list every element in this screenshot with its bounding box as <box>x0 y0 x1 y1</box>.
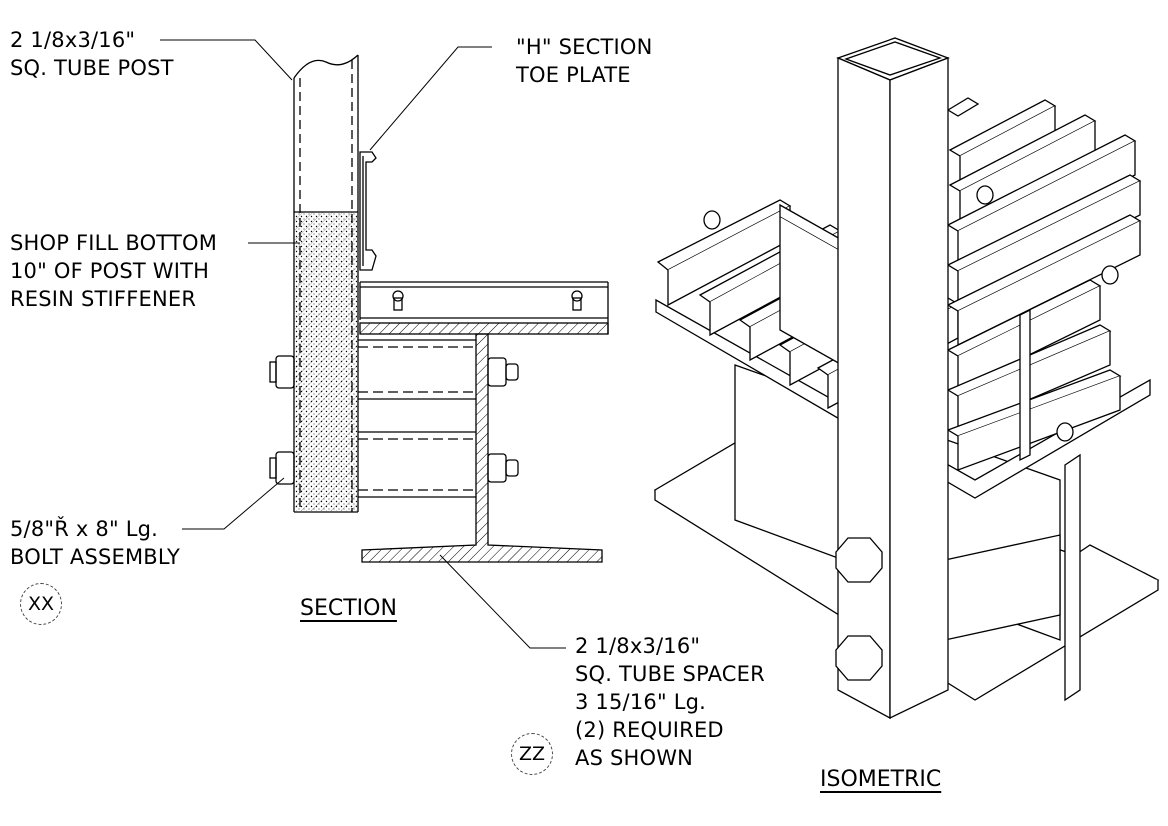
tube-post-label: 2 1/8x3/16" SQ. TUBE POST <box>10 26 174 82</box>
tube-post <box>293 54 359 513</box>
isometric-view <box>653 37 1160 720</box>
isometric-title: ISOMETRIC <box>820 767 942 792</box>
i-beam-section <box>361 333 603 563</box>
toe-plate-label-line2: TOE PLATE <box>516 63 631 87</box>
spacer-label-line5: AS SHOWN <box>575 746 694 770</box>
tube-post-iso <box>836 37 950 720</box>
bolt-label-line2: BOLT ASSEMBLY <box>10 545 181 569</box>
tube-post-label-line1: 2 1/8x3/16" <box>10 28 136 52</box>
section-view <box>269 54 609 563</box>
bolt-label: 5/8"Ř x 8" Lg. BOLT ASSEMBLY <box>10 515 180 571</box>
tag-zz: ZZ <box>511 733 553 775</box>
shop-fill-label-line2: 10" OF POST WITH <box>10 259 210 283</box>
spacer-label-line3: 3 15/16" Lg. <box>575 690 706 714</box>
spacer-label-line4: (2) REQUIRED <box>575 718 724 742</box>
grating-bar-section <box>359 281 609 335</box>
shop-fill-label-line3: RESIN STIFFENER <box>10 287 197 311</box>
toe-plate-section <box>359 151 377 271</box>
toe-plate-label-line1: "H" SECTION <box>516 35 653 59</box>
tube-post-label-line2: SQ. TUBE POST <box>10 56 174 80</box>
shop-fill-label: SHOP FILL BOTTOM 10" OF POST WITH RESIN … <box>10 229 217 313</box>
bolt-label-line1: 5/8"Ř x 8" Lg. <box>10 517 159 541</box>
tag-xx: XX <box>20 583 62 625</box>
bolt-heads-iso <box>835 537 883 681</box>
section-title: SECTION <box>300 596 397 621</box>
spacer-label: 2 1/8x3/16" SQ. TUBE SPACER 3 15/16" Lg.… <box>575 632 765 772</box>
spacer-label-line2: SQ. TUBE SPACER <box>575 662 765 686</box>
spacers-section <box>358 339 476 498</box>
bolts-section <box>269 355 519 485</box>
shop-fill-label-line1: SHOP FILL BOTTOM <box>10 231 218 255</box>
spacer-label-line1: 2 1/8x3/16" <box>575 634 701 658</box>
leader-lines <box>160 39 566 649</box>
toe-plate-label: "H" SECTION TOE PLATE <box>516 33 653 89</box>
